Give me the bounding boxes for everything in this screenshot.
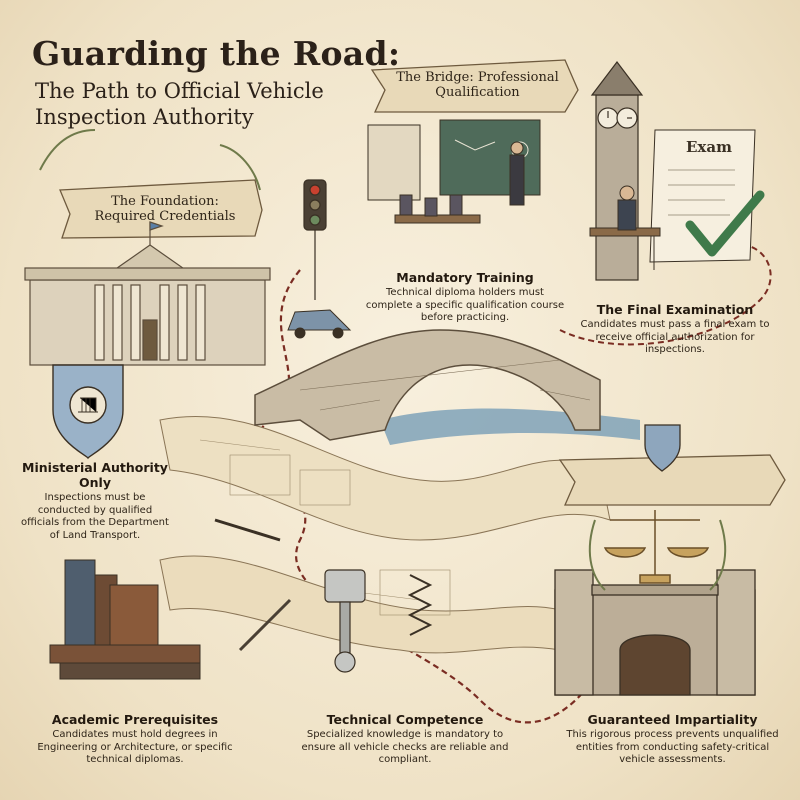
step-heading: Technical Competence — [326, 712, 484, 727]
laurel-right-bottom — [709, 519, 727, 591]
banner-foundation-ribbon — [59, 179, 263, 239]
ministry-shield-icon — [52, 364, 124, 460]
step-ministerial-authority: Ministerial Authority Only Inspections m… — [20, 460, 170, 542]
scales-of-justice-icon — [603, 510, 710, 584]
river — [380, 408, 640, 445]
stone-bridge — [254, 329, 601, 441]
path-arrow — [255, 269, 586, 724]
laurel-left-bottom — [588, 519, 606, 591]
step-body: Candidates must hold degrees in Engineer… — [37, 729, 233, 765]
step-heading: Mandatory Training — [396, 270, 534, 285]
exam-candidate — [589, 185, 661, 270]
step-guaranteed-impartiality: Guaranteed Impartiality This rigorous pr… — [565, 712, 780, 767]
bridge-bricks — [299, 359, 591, 411]
step-body: Specialized knowledge is mandatory to en… — [301, 729, 509, 765]
pen-icon — [214, 518, 281, 542]
traffic-light — [303, 179, 327, 300]
ministry-building — [24, 221, 271, 366]
step-technical-competence: Technical Competence Specialized knowled… — [300, 712, 510, 767]
step-final-examination: The Final Examination Candidates must pa… — [575, 302, 775, 357]
step-body: Candidates must pass a final exam to rec… — [580, 319, 770, 355]
banner-bridge-ribbon — [370, 59, 579, 113]
step-heading: Academic Prerequisites — [51, 712, 219, 727]
books-stack — [49, 559, 201, 680]
step-heading: Guaranteed Impartiality — [587, 712, 758, 727]
blueprint-scroll — [159, 415, 611, 541]
banner-bridge: The Bridge: Professional Qualification — [396, 70, 559, 100]
clock-tower — [590, 61, 644, 281]
castle-fortress — [554, 569, 756, 696]
step-heading: Ministerial Authority Only — [22, 460, 168, 490]
laurel-right — [219, 144, 261, 191]
impartiality-shield-icon — [644, 424, 681, 472]
step-heading: The Final Examination — [596, 302, 754, 317]
exam-sheet-label: Exam — [686, 138, 732, 156]
banner-foundation: The Foundation: Required Credentials — [94, 194, 236, 224]
laurel-left — [39, 129, 96, 171]
spring-icon — [407, 574, 433, 636]
checkmark-icon — [685, 190, 765, 257]
page-subtitle: The Path to Official Vehicle Inspection … — [35, 79, 324, 129]
step-body: Inspections must be conducted by qualifi… — [21, 492, 169, 541]
step-body: This rigorous process prevents unqualifi… — [566, 729, 779, 765]
page-title: Guarding the Road: — [32, 34, 401, 73]
classroom-scene — [367, 119, 541, 224]
piston-icon — [324, 569, 366, 673]
path-arrow-top — [559, 244, 772, 346]
step-body: Technical diploma holders must complete … — [365, 287, 565, 323]
vintage-car-icon — [287, 309, 352, 339]
banner-impartiality-ribbon — [558, 454, 786, 506]
step-academic-prerequisites: Academic Prerequisites Candidates must h… — [25, 712, 245, 767]
blueprint-lines — [199, 439, 451, 616]
step-mandatory-training: Mandatory Training Technical diploma hol… — [365, 270, 565, 325]
pencil-icon — [238, 598, 292, 652]
